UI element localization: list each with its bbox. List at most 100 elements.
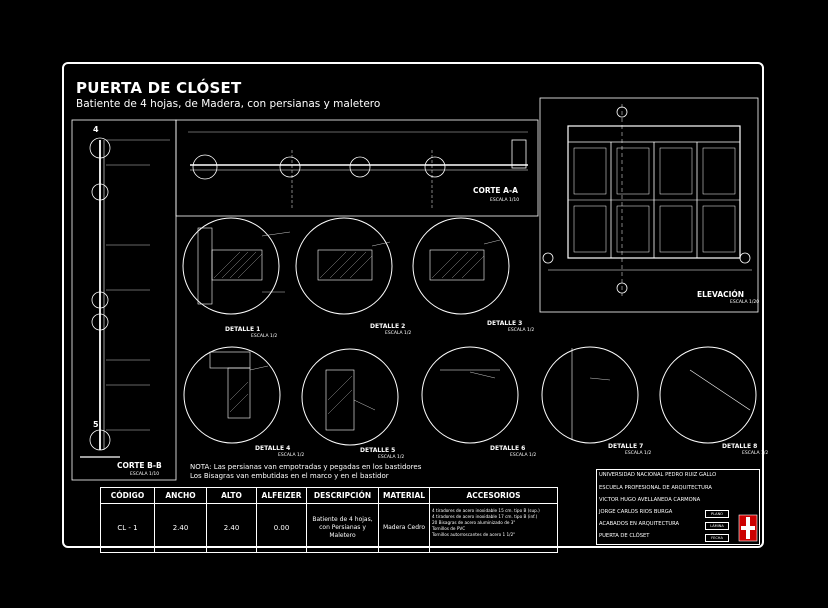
corte-aa-detail-circle	[349, 156, 371, 178]
title-block-school: ESCUELA PROFESIONAL DE ARQUITECTURA	[599, 485, 712, 491]
elevacion-panel	[616, 205, 650, 253]
col-header-material: MATERIAL	[378, 487, 430, 504]
corte-aa-label: CORTE A-A	[473, 186, 518, 195]
detalle-7-label: DETALLE 7	[608, 443, 644, 450]
corte-aa-detail-circle	[424, 156, 446, 178]
detalle-8-line	[689, 369, 751, 411]
title-block-teacher: JORGE CARLOS RIOS BURGA	[599, 509, 673, 515]
detalle-3-circle	[412, 217, 510, 315]
accesorio-item: 4 tiradores de acero inoxidable 15 cm. t…	[432, 508, 540, 513]
table-header-row: CÓDIGO ANCHO ALTO ALFEIZER DESCRIPCIÓN M…	[100, 487, 558, 504]
detalle-1-wood	[211, 249, 263, 281]
cell-codigo: CL - 1	[100, 503, 155, 553]
table-row: CL - 1 2.40 2.40 0.00 Batiente de 4 hoja…	[100, 503, 558, 553]
elevacion-panel	[573, 147, 607, 195]
accesorio-item: 4 tiradores de acero inoxidable 17 cm. t…	[432, 514, 538, 519]
detalle-4-rail	[209, 351, 251, 369]
corte-bb-detail-circle	[91, 183, 109, 201]
marker-b-top: 4	[93, 125, 99, 134]
detalle-3-wood	[429, 249, 485, 281]
cell-accesorios: 4 tiradores de acero inoxidable 15 cm. t…	[429, 503, 558, 553]
title-block-field: LÁMINA	[705, 522, 729, 530]
elevacion-marker	[616, 106, 628, 118]
cell-ancho: 2.40	[154, 503, 207, 553]
corte-aa-frame	[175, 119, 539, 217]
detalle-8-scale: ESCALA 1/2	[742, 451, 769, 456]
detalle-1-scale: ESCALA 1/2	[251, 334, 278, 339]
corte-bb-detail-circle	[91, 313, 109, 331]
drawing-title: PUERTA DE CLÓSET	[76, 79, 242, 97]
elevacion-panel	[659, 147, 693, 195]
detalle-5-label: DETALLE 5	[360, 447, 396, 454]
detalle-7-scale: ESCALA 1/2	[625, 451, 652, 456]
cell-alto: 2.40	[206, 503, 257, 553]
corte-bb-section	[71, 119, 177, 481]
elevacion-panel	[573, 205, 607, 253]
corte-bb-scale: ESCALA 1/10	[130, 472, 160, 477]
detalle-7-circle	[541, 346, 639, 444]
detalle-4-circle	[183, 346, 281, 444]
col-header-alto: ALTO	[206, 487, 257, 504]
corte-aa-jamb	[511, 139, 527, 169]
corte-aa-section	[175, 119, 539, 217]
detalle-6-scale: ESCALA 1/2	[510, 453, 537, 458]
elevacion-marker	[616, 282, 628, 294]
drawing-subtitle: Batiente de 4 hojas, de Madera, con pers…	[76, 98, 381, 110]
elevacion-panel	[702, 205, 736, 253]
corte-bb-detail-circle	[89, 429, 111, 451]
title-block-field: FECHA	[705, 534, 729, 542]
corte-bb-detail-circle	[89, 137, 111, 159]
note-line-1: NOTA: Las persianas van empotradas y peg…	[190, 463, 422, 471]
note-line-2: Los Bisagras van embutidas en el marco y…	[190, 472, 389, 480]
detalle-1-label: DETALLE 1	[225, 326, 261, 333]
title-block-author: VICTOR HUGO AVELLANEDA CARMONA	[599, 497, 701, 503]
title-block: UNIVERSIDAD NACIONAL PEDRO RUIZ GALLO ES…	[596, 469, 760, 545]
accesorio-item: Tornillos de PVC	[432, 526, 466, 531]
elevacion-label: ELEVACIÓN	[697, 290, 745, 299]
corte-bb-detail-circle	[91, 291, 109, 309]
detalle-8-label: DETALLE 8	[722, 443, 758, 450]
detalle-2-label: DETALLE 2	[370, 323, 406, 330]
detalle-1-circle	[182, 217, 280, 315]
elevacion-scale: ESCALA 1/20	[730, 300, 760, 305]
cell-descripcion: Batiente de 4 hojas, con Persianas y Mal…	[306, 503, 379, 553]
corte-bb-frame	[71, 119, 177, 481]
detail-circles	[182, 217, 757, 446]
elevacion-frame	[539, 97, 759, 313]
detalle-5-stile	[325, 369, 355, 431]
title-block-field: PLANO	[705, 510, 729, 518]
detalle-2-wood	[317, 249, 373, 281]
elevacion-panel	[659, 205, 693, 253]
detalle-2-circle	[295, 217, 393, 315]
cell-alfeizer: 0.00	[256, 503, 307, 553]
note-block: NOTA: Las persianas van empotradas y peg…	[190, 463, 421, 481]
col-header-accesorios: ACCESORIOS	[429, 487, 558, 504]
elevacion-panel	[616, 147, 650, 195]
detalle-5-circle	[301, 348, 399, 446]
detail-hatching	[213, 251, 485, 415]
title-block-topic: PUERTA DE CLÓSET	[599, 533, 650, 539]
elevacion-panel	[702, 147, 736, 195]
detail-leaders	[249, 231, 611, 411]
cell-material: Madera Cedro	[378, 503, 430, 553]
detalle-6-label: DETALLE 6	[490, 445, 526, 452]
col-header-alfeizer: ALFEIZER	[256, 487, 307, 504]
detalle-3-label: DETALLE 3	[487, 320, 523, 327]
col-header-ancho: ANCHO	[154, 487, 207, 504]
detalle-4-stile	[227, 367, 251, 419]
detalle-4-scale: ESCALA 1/2	[278, 453, 305, 458]
marker-b-bottom: 5	[93, 420, 99, 429]
specification-table: CÓDIGO ANCHO ALTO ALFEIZER DESCRIPCIÓN M…	[100, 487, 558, 553]
title-block-course: ACABADOS EN ARQUITECTURA	[599, 521, 680, 527]
detalle-8-circle	[659, 346, 757, 444]
elevacion-view	[539, 97, 759, 313]
col-header-codigo: CÓDIGO	[100, 487, 155, 504]
elevacion-marker	[542, 252, 554, 264]
elevacion-marker	[739, 252, 751, 264]
detalle-4-label: DETALLE 4	[255, 445, 291, 452]
detalle-1-jamb	[197, 227, 213, 305]
corte-aa-detail-circle	[192, 154, 218, 180]
accesorio-item: 20 Bisagras de acero aluminizado de 3"	[432, 520, 516, 525]
corte-aa-detail-circle	[279, 156, 301, 178]
university-logo-icon	[738, 514, 758, 542]
